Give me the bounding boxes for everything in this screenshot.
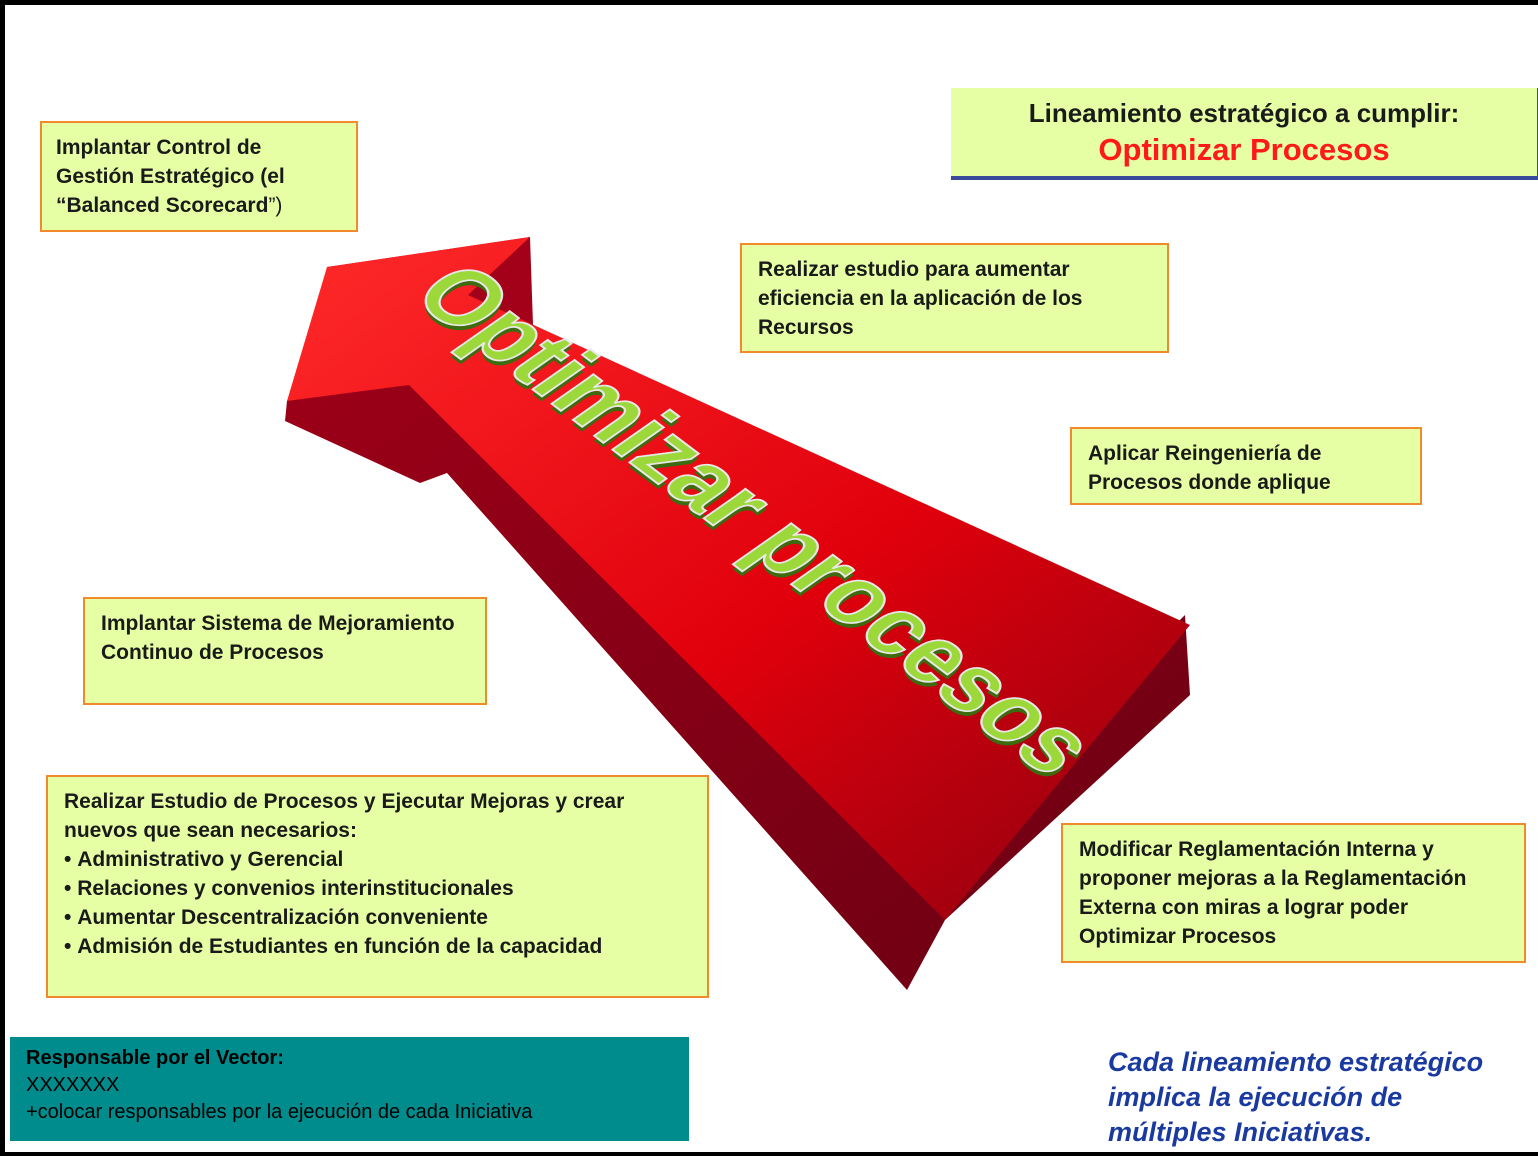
list-item: Administrativo y Gerencial: [64, 845, 691, 874]
initiative-mejoramiento: Implantar Sistema de Mejoramiento Contin…: [83, 597, 487, 705]
initiative-balanced-scorecard-text: Implantar Control de Gestión Estratégico…: [56, 136, 285, 217]
initiative-estudio-recursos-text: Realizar estudio para aumentar eficienci…: [758, 258, 1083, 339]
responsible-title: Responsable por el Vector:: [26, 1047, 284, 1069]
list-item: Relaciones y convenios interinstituciona…: [64, 874, 691, 903]
footer-note-line: implica la ejecución de: [1108, 1082, 1403, 1112]
footer-note-line: múltiples Iniciativas.: [1108, 1117, 1373, 1147]
initiative-balanced-scorecard-suffix: ”): [268, 194, 283, 217]
guideline-title: Lineamiento estratégico a cumplir:: [1028, 98, 1460, 128]
initiative-mejoramiento-text: Implantar Sistema de Mejoramiento Contin…: [101, 612, 455, 664]
initiative-reglamentacion-text: Modificar Reglamentación Interna y propo…: [1079, 838, 1467, 948]
initiative-reingenieria: Aplicar Reingeniería de Procesos donde a…: [1070, 427, 1422, 505]
footer-note-line: Cada lineamiento estratégico: [1108, 1047, 1484, 1077]
responsible-name: XXXXXXX: [26, 1074, 120, 1096]
strategic-guideline-box: Lineamiento estratégico a cumplir: Optim…: [951, 88, 1538, 180]
initiative-estudio-procesos: Realizar Estudio de Procesos y Ejecutar …: [46, 775, 709, 998]
initiative-reglamentacion: Modificar Reglamentación Interna y propo…: [1061, 823, 1526, 963]
guideline-name: Optimizar Procesos: [1098, 132, 1390, 167]
initiative-estudio-recursos: Realizar estudio para aumentar eficienci…: [740, 243, 1169, 353]
initiative-estudio-procesos-intro: Realizar Estudio de Procesos y Ejecutar …: [64, 790, 625, 842]
responsible-note: +colocar responsables por la ejecución d…: [26, 1101, 533, 1123]
responsible-box: Responsable por el Vector: XXXXXXX +colo…: [10, 1037, 689, 1141]
initiative-estudio-procesos-list: Administrativo y Gerencial Relaciones y …: [64, 845, 691, 961]
initiative-reingenieria-text: Aplicar Reingeniería de Procesos donde a…: [1088, 442, 1331, 494]
initiative-balanced-scorecard: Implantar Control de Gestión Estratégico…: [40, 121, 358, 232]
arrow-top-face: [287, 237, 1190, 920]
footer-note: Cada lineamiento estratégico implica la …: [1108, 1045, 1538, 1150]
list-item: Aumentar Descentralización conveniente: [64, 903, 691, 932]
list-item: Admisión de Estudiantes en función de la…: [64, 932, 691, 961]
